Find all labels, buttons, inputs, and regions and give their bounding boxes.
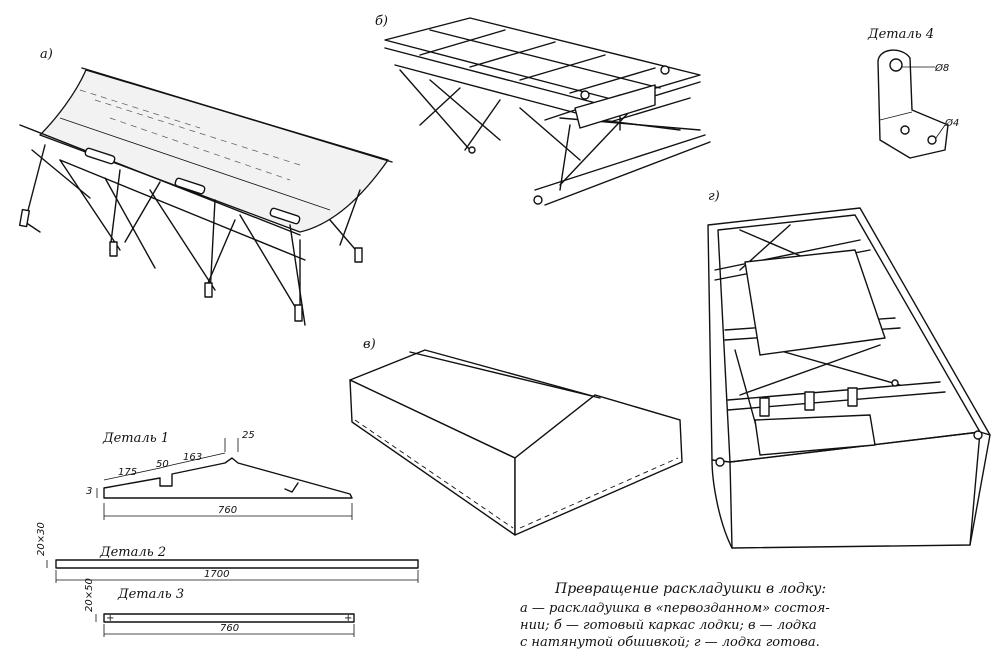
detail-1-profile xyxy=(103,457,353,499)
detail-2-bar xyxy=(55,559,419,569)
label-v: в) xyxy=(363,337,376,352)
bracket-hole-4 xyxy=(927,135,937,145)
d2-dim-section: 20×30 xyxy=(36,522,47,556)
d3-dim-section: 20×50 xyxy=(84,578,95,612)
label-g: г) xyxy=(708,189,720,204)
d1-dim-25: 25 xyxy=(242,430,255,441)
detail-4-bracket: Деталь 4 Ø8 Ø4 xyxy=(867,27,959,159)
detail-4-title: Деталь 4 xyxy=(867,27,934,42)
bracket-body xyxy=(877,49,949,159)
detail-1: Деталь 1 760 3 175 50 163 25 xyxy=(86,430,353,520)
d1-dim-163: 163 xyxy=(183,452,202,463)
dim-hole-8: Ø8 xyxy=(934,62,949,74)
label-b: б) xyxy=(375,14,388,29)
dim-hole-4: Ø4 xyxy=(944,117,959,129)
cot-top-rail xyxy=(81,67,393,163)
boat-side-right xyxy=(514,394,683,536)
d1-dim-175: 175 xyxy=(118,467,137,478)
label-a: а) xyxy=(40,47,53,62)
detail-1-title: Деталь 1 xyxy=(102,431,169,446)
svg-text:+: + xyxy=(106,613,114,624)
d1-dim-3: 3 xyxy=(86,486,92,497)
detail-2: Деталь 2 1700 20×30 xyxy=(36,522,419,583)
caption-line-3: с натянутой обшивкой; г — лодка готова. xyxy=(520,635,820,650)
detail-3-bar xyxy=(103,613,355,623)
caption-title: Превращение раскладушки в лодку: xyxy=(554,581,826,597)
figure-v-covered-boat: в) xyxy=(349,337,683,536)
d2-dim-1700: 1700 xyxy=(204,569,229,580)
detail-3-title: Деталь 3 xyxy=(117,587,184,602)
cot-bottom-rail xyxy=(19,124,301,236)
figure-b-frame: б) xyxy=(375,14,711,206)
figure-a-cot: а) xyxy=(18,47,393,326)
frame-panel xyxy=(574,84,656,129)
frame-top xyxy=(384,17,701,101)
bracket-hole-8 xyxy=(889,58,903,72)
d1-dim-50: 50 xyxy=(156,459,169,470)
svg-text:+: + xyxy=(344,613,352,624)
cot-legs xyxy=(24,144,361,326)
boat-seat-board xyxy=(744,249,886,356)
figure-caption: Превращение раскладушки в лодку: а — рас… xyxy=(520,581,830,650)
detail-2-title: Деталь 2 xyxy=(99,545,166,560)
caption-line-2: нии; б — готовый каркас лодки; в — лодка xyxy=(520,618,817,633)
d1-dim-760: 760 xyxy=(218,505,237,516)
caption-line-1: а — раскладушка в «первозданном» состоя- xyxy=(520,601,830,616)
detail-3: Деталь 3 + + 760 20×50 xyxy=(84,578,355,637)
figure-g-finished-boat: г) xyxy=(707,189,991,549)
d3-dim-760: 760 xyxy=(220,623,239,634)
